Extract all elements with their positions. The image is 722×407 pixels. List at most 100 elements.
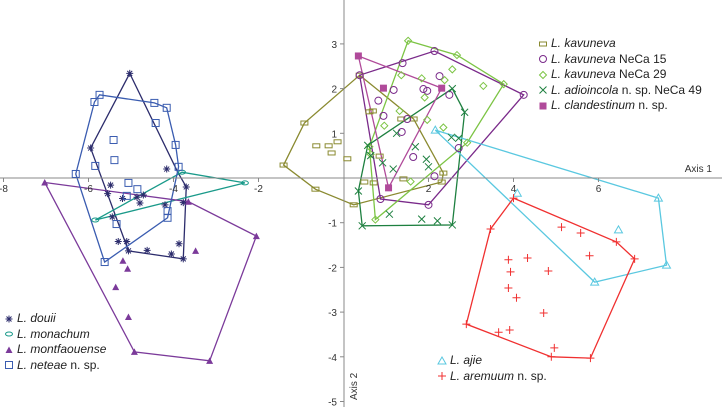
point-l-ajie — [661, 260, 672, 269]
point-l-aremuum-n-sp — [494, 328, 503, 337]
point-l-kavuneva-neca-29 — [395, 106, 404, 116]
y-tick-label: -4 — [328, 353, 337, 364]
point-l-adioincola-n-sp-neca-49 — [358, 221, 367, 230]
point-l-ajie — [653, 193, 664, 202]
x-tick-label: 6 — [596, 184, 602, 195]
legend-item-l-kavuneva-neca-29: L. kavuneva NeCa 29 — [537, 67, 702, 83]
legend-item-l-kavuneva: L. kavuneva — [537, 36, 702, 52]
y-tick-label: -5 — [328, 398, 337, 407]
point-l-aremuum-n-sp — [557, 223, 566, 232]
point-l-neteae-n-sp — [90, 98, 99, 107]
point-l-kavuneva-neca-15 — [389, 85, 398, 94]
point-l-aremuum-n-sp — [505, 325, 514, 334]
legend-species-name: L. kavuneva — [551, 36, 616, 50]
data-points — [41, 36, 672, 364]
legend-marker-square-icon — [5, 361, 13, 370]
point-l-montfaouense — [192, 247, 200, 254]
point-l-neteae-n-sp — [162, 103, 171, 112]
point-l-kavuneva — [327, 150, 336, 156]
point-l-aremuum-n-sp — [576, 228, 585, 237]
point-l-ajie — [430, 125, 441, 134]
point-l-adioincola-n-sp-neca-49 — [454, 134, 463, 143]
legend-suffix: n. sp. — [514, 368, 547, 383]
point-l-adioincola-n-sp-neca-49 — [411, 142, 420, 151]
legend-species-name: L. adioincola — [551, 82, 619, 97]
hull-polygons — [43, 39, 668, 362]
point-l-aremuum-n-sp — [504, 283, 513, 292]
legend-suffix: n. sp. — [67, 357, 100, 372]
point-l-kavuneva-neca-29 — [397, 70, 406, 80]
point-l-douii — [175, 240, 183, 248]
point-l-kavuneva-neca-15 — [430, 172, 439, 181]
point-l-douii — [161, 201, 169, 209]
point-l-adioincola-n-sp-neca-49 — [363, 141, 372, 150]
hull-l-ajie — [434, 129, 668, 283]
point-l-aremuum-n-sp — [504, 255, 513, 264]
point-l-douii — [104, 190, 112, 198]
legend-marker-plus-icon — [438, 372, 446, 381]
point-l-aremuum-n-sp — [523, 254, 532, 263]
legend-species-name: L. montfaouense — [17, 342, 107, 356]
point-l-neteae-n-sp — [171, 140, 180, 149]
legend-item-l-adioincola-n-sp-neca-49: L. adioincola n. sp. NeCa 49 — [537, 83, 702, 99]
point-l-ajie — [512, 188, 523, 197]
legend-species-name: L. kavuneva — [551, 51, 616, 66]
point-l-adioincola-n-sp-neca-49 — [366, 151, 375, 160]
point-l-ajie — [589, 277, 600, 286]
point-l-kavuneva-neca-15 — [355, 71, 364, 80]
legend-item-l-monachum: L. monachum — [3, 327, 106, 343]
hull-l-kavuneva — [282, 74, 445, 206]
legend-species-name: L. monachum — [17, 326, 90, 341]
point-l-montfaouense — [41, 178, 49, 186]
point-l-aremuum-n-sp — [539, 308, 548, 317]
point-l-kavuneva-neca-29 — [403, 36, 413, 45]
point-l-kavuneva-neca-29 — [371, 215, 380, 224]
point-l-douii — [167, 250, 175, 258]
legend-item-l-ajie: L. ajie — [436, 353, 547, 369]
x-tick-label: 4 — [511, 184, 517, 195]
point-l-aremuum-n-sp — [512, 293, 521, 302]
legend-item-l-douii: L. douii — [3, 311, 106, 327]
y-tick-label: -3 — [328, 308, 337, 319]
point-l-neteae-n-sp — [91, 161, 100, 170]
point-l-aremuum-n-sp — [544, 266, 553, 275]
point-l-montfaouense — [206, 357, 214, 364]
point-l-aremuum-n-sp — [462, 320, 471, 329]
legend-item-l-aremuum-n-sp: L. aremuum n. sp. — [436, 369, 547, 385]
point-l-kavuneva-neca-15 — [403, 114, 412, 123]
point-l-kavuneva — [437, 179, 446, 185]
legend-marker-square-filled-icon — [539, 102, 547, 110]
point-l-kavuneva-neca-15 — [435, 72, 444, 81]
point-l-douii — [119, 195, 126, 203]
point-l-kavuneva-neca-15 — [374, 96, 383, 105]
point-l-clandestinum-n-sp — [354, 52, 362, 60]
point-l-montfaouense — [119, 257, 127, 264]
legend-marker — [438, 372, 446, 381]
legend-suffix: n. sp. NeCa 49 — [618, 82, 702, 97]
point-l-adioincola-n-sp-neca-49 — [385, 210, 394, 219]
x-tick-label: -2 — [254, 184, 263, 195]
point-l-kavuneva-neca-15 — [376, 195, 385, 204]
point-l-montfaouense — [112, 283, 120, 291]
point-l-adioincola-n-sp-neca-49 — [460, 108, 469, 117]
y-tick-label: 3 — [331, 40, 337, 51]
point-l-kavuneva — [333, 139, 342, 145]
point-l-adioincola-n-sp-neca-49 — [389, 165, 398, 173]
point-l-douii — [143, 246, 151, 254]
legend-marker-x-icon — [539, 86, 547, 95]
legend-marker-circle-icon — [539, 55, 547, 64]
point-l-montfaouense — [130, 348, 138, 355]
legend-marker — [539, 102, 547, 110]
point-l-neteae-n-sp — [124, 178, 133, 187]
legend-marker — [539, 86, 547, 95]
legend-species-name: L. kavuneva — [551, 67, 616, 81]
legend-marker-triangle-filled-icon — [5, 346, 13, 353]
point-l-aremuum-n-sp — [585, 251, 594, 260]
point-l-clandestinum-n-sp — [438, 84, 446, 92]
point-l-kavuneva-neca-15 — [423, 86, 432, 95]
point-l-douii — [139, 191, 147, 199]
legend-species-name: L. douii — [17, 311, 56, 325]
hull-l-montfaouense — [43, 181, 258, 362]
